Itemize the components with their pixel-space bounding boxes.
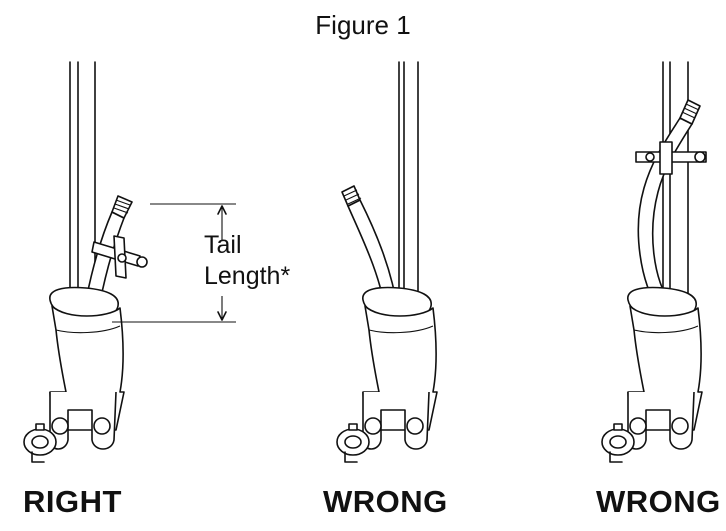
panel-wrong-1-illustration (336, 61, 438, 463)
tail-label-line2: Length* (204, 262, 291, 290)
caption-wrong-1: WRONG (323, 484, 448, 519)
panel-wrong-2-illustration (601, 61, 707, 463)
tail-length-dimension (112, 203, 236, 323)
tail-length-label: Tail Length* (204, 230, 290, 292)
figure-title: Figure 1 (315, 10, 411, 40)
caption-right: RIGHT (23, 484, 122, 519)
caption-wrong-2: WRONG (596, 484, 721, 519)
panel-right-illustration (23, 61, 148, 463)
tail-label-line1: Tail (204, 231, 242, 259)
